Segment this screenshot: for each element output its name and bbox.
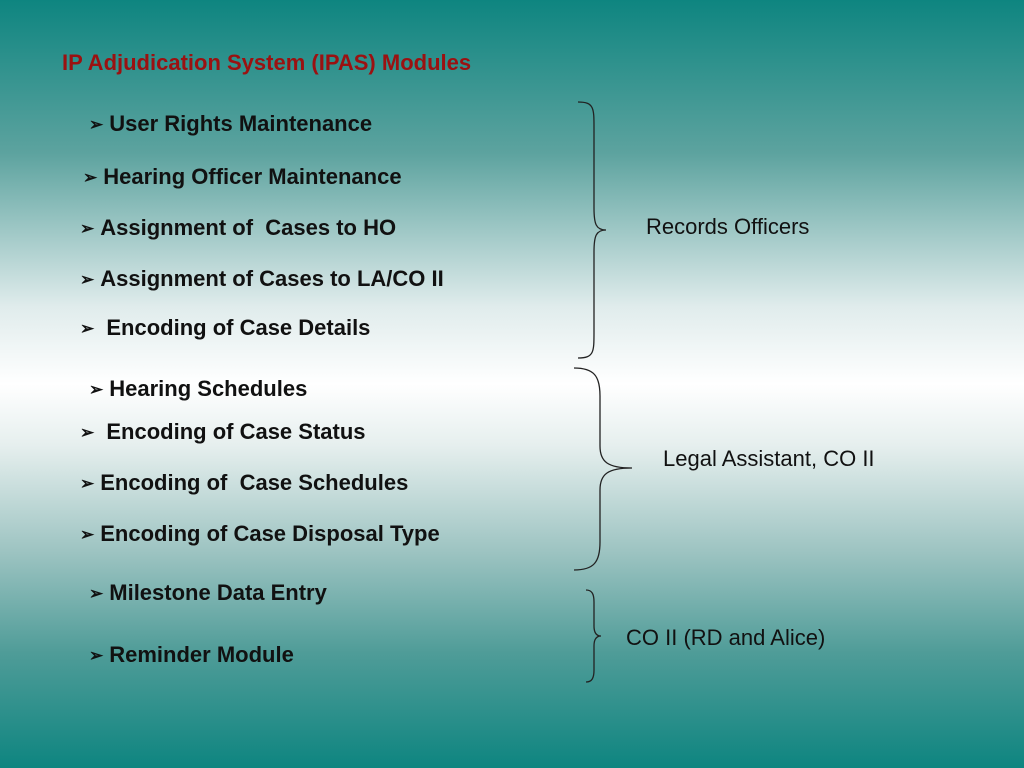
list-item-text: Encoding of Case Status [100, 419, 366, 444]
slide-title: IP Adjudication System (IPAS) Modules [62, 50, 472, 75]
list-item: ➢ Milestone Data Entry [89, 580, 327, 607]
legal-assistant-brace [573, 367, 633, 571]
list-item-text: Encoding of Case Details [100, 315, 371, 340]
list-item: ➢ Assignment of Cases to HO [80, 215, 396, 242]
list-item-text: User Rights Maintenance [109, 111, 373, 136]
list-item-text: Milestone Data Entry [109, 580, 327, 605]
list-item-text: Hearing Officer Maintenance [103, 164, 402, 189]
arrow-bullet-icon: ➢ [80, 319, 95, 338]
records-officers-brace [577, 101, 607, 359]
list-item: ➢ Hearing Schedules [89, 376, 307, 403]
group-label-legal-assistant: Legal Assistant, CO II [663, 446, 875, 471]
arrow-bullet-icon: ➢ [83, 168, 98, 187]
arrow-bullet-icon: ➢ [80, 270, 95, 289]
co-ii-brace [585, 589, 602, 683]
arrow-bullet-icon: ➢ [80, 219, 95, 238]
arrow-bullet-icon: ➢ [89, 115, 104, 134]
list-item-text: Encoding of Case Disposal Type [100, 521, 440, 546]
arrow-bullet-icon: ➢ [80, 423, 95, 442]
list-item-text: Reminder Module [109, 642, 294, 667]
arrow-bullet-icon: ➢ [89, 646, 104, 665]
list-item: ➢ Encoding of Case Status [80, 419, 366, 446]
list-item: ➢ Encoding of Case Details [80, 315, 370, 342]
list-item-text: Encoding of Case Schedules [100, 470, 409, 495]
list-item: ➢ Hearing Officer Maintenance [83, 164, 402, 191]
list-item: ➢ User Rights Maintenance [89, 111, 372, 138]
arrow-bullet-icon: ➢ [80, 474, 95, 493]
list-item: ➢ Encoding of Case Schedules [80, 470, 408, 497]
group-label-co-ii: CO II (RD and Alice) [626, 625, 826, 650]
list-item: ➢ Assignment of Cases to LA/CO II [80, 266, 444, 293]
list-item-text: Hearing Schedules [109, 376, 308, 401]
list-item-text: Assignment of Cases to HO [100, 215, 397, 240]
arrow-bullet-icon: ➢ [80, 525, 95, 544]
list-item-text: Assignment of Cases to LA/CO II [100, 266, 444, 291]
list-item: ➢ Reminder Module [89, 642, 294, 669]
arrow-bullet-icon: ➢ [89, 380, 104, 399]
arrow-bullet-icon: ➢ [89, 584, 104, 603]
list-item: ➢ Encoding of Case Disposal Type [80, 521, 440, 548]
group-label-records-officers: Records Officers [646, 214, 810, 239]
